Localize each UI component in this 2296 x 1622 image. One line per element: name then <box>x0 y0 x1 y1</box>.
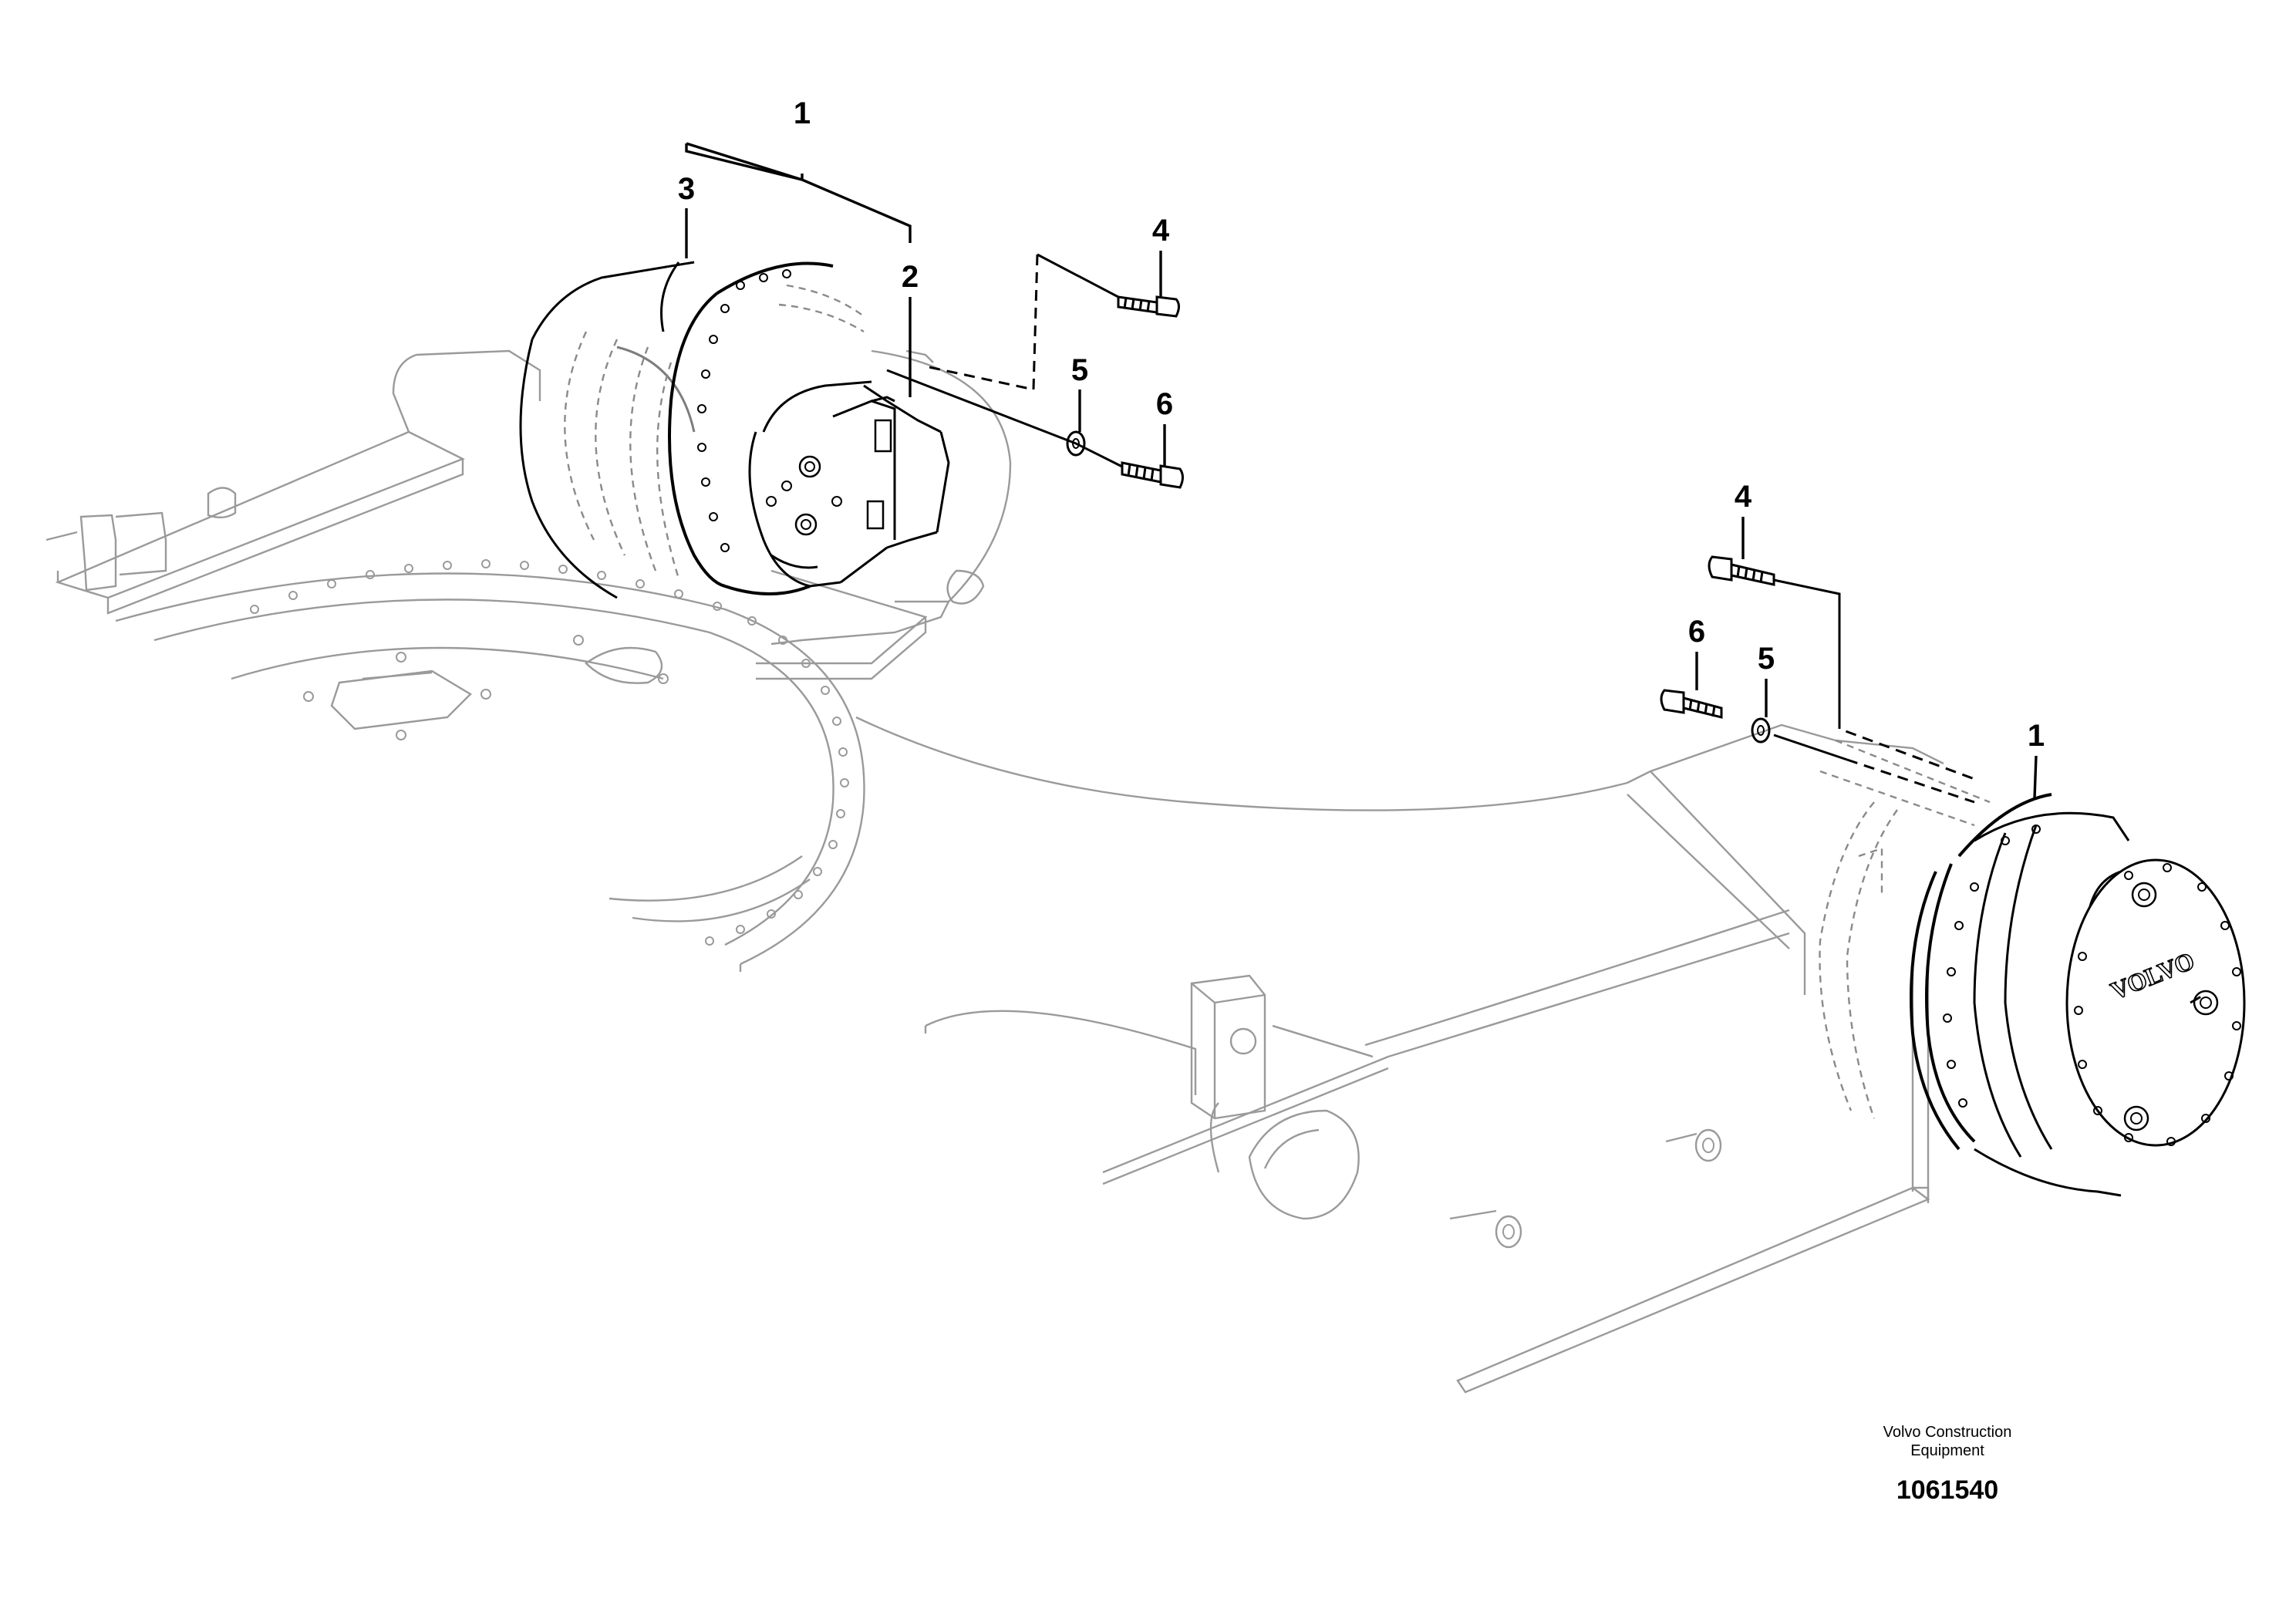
callout-leaders <box>685 142 2038 799</box>
right-travel-motor: VOLVO <box>1819 739 2246 1197</box>
callout-left-4: 4 <box>1152 214 1170 248</box>
callout-right-4: 4 <box>1735 480 1752 514</box>
illustration-number: 1061540 <box>1896 1475 1999 1505</box>
right-bolt4-hidden-line <box>1838 594 1975 781</box>
left-bolt4-hidden-line <box>925 254 1039 391</box>
callout-right-5: 5 <box>1758 642 1775 676</box>
footer-block: Volvo Construction Equipment 1061540 <box>1843 1423 2052 1506</box>
right-bolt-6 <box>1660 689 1723 719</box>
callout-right-6: 6 <box>1688 615 1705 649</box>
callout-left-5: 5 <box>1071 353 1088 387</box>
left-bolt-4 <box>1117 295 1180 318</box>
callout-left-3: 3 <box>678 172 695 206</box>
manufacturer-line-1: Volvo Construction <box>1883 1424 2012 1441</box>
right-bolt-4 <box>1708 555 1775 586</box>
undercarriage-frame <box>46 349 1930 1394</box>
left-travel-motor <box>519 261 1012 646</box>
callout-right-1: 1 <box>2028 719 2045 753</box>
callout-left-1: 1 <box>794 96 811 130</box>
manufacturer-line-2: Equipment <box>1910 1442 1984 1459</box>
right-bolt-axis <box>1773 733 1848 761</box>
callout-left-2: 2 <box>902 260 919 294</box>
callout-left-6: 6 <box>1156 387 1173 421</box>
volvo-logo: VOLVO <box>2107 946 2198 1005</box>
right-washer-5 <box>1751 717 1771 744</box>
left-bolt-axis <box>886 369 1077 445</box>
left-bolt-6 <box>1121 461 1184 489</box>
